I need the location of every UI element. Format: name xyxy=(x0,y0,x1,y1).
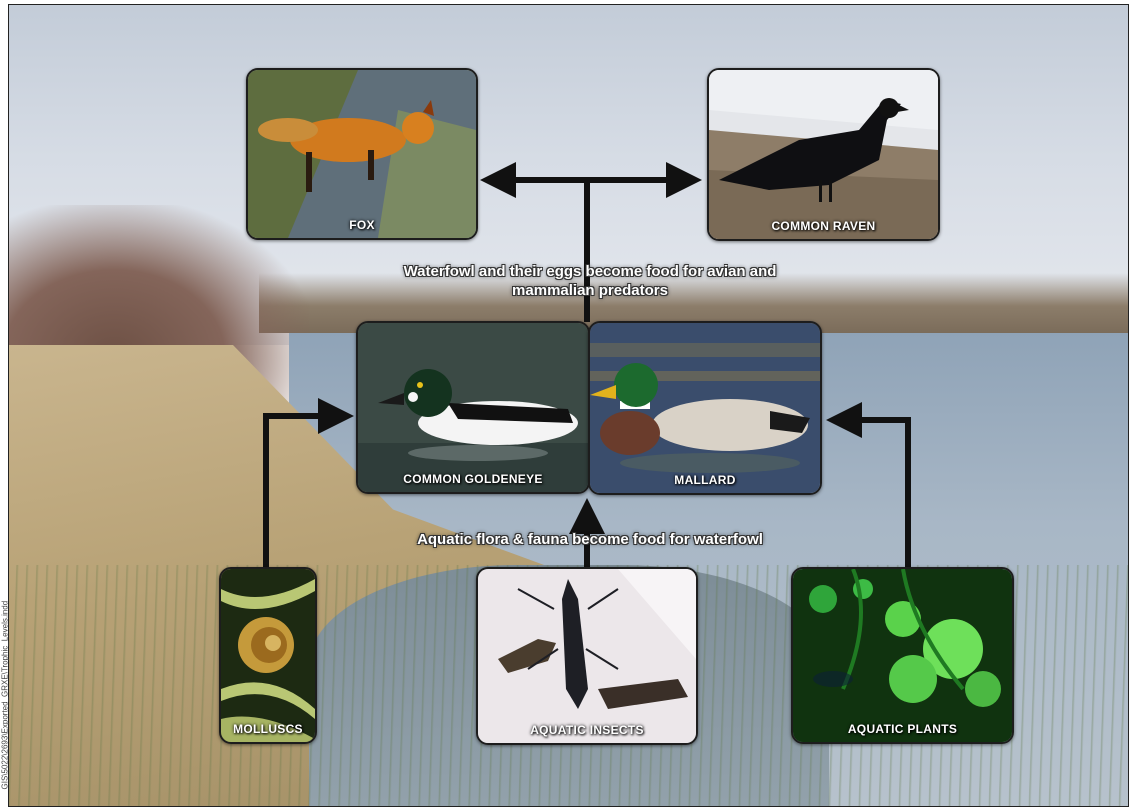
plants-label: AQUATIC PLANTS xyxy=(793,722,1012,736)
mallard-label: MALLARD xyxy=(590,473,820,487)
fox-label: FOX xyxy=(248,218,476,232)
molluscs-card: MOLLUSCS xyxy=(219,567,317,744)
plants-photo xyxy=(793,569,1012,742)
goldeneye-photo xyxy=(358,323,588,492)
insects-label: AQUATIC INSECTS xyxy=(478,723,696,737)
raven-photo xyxy=(709,70,938,239)
fox-photo xyxy=(248,70,476,238)
mallard-photo xyxy=(590,323,820,493)
raven-label: COMMON RAVEN xyxy=(709,219,938,233)
insects-photo xyxy=(478,569,696,743)
prey-caption: Aquatic flora & fauna become food for wa… xyxy=(360,530,820,549)
goldeneye-label: COMMON GOLDENEYE xyxy=(358,472,588,486)
fox-card: FOX xyxy=(246,68,478,240)
mallard-card: MALLARD xyxy=(588,321,822,495)
arrow-plants-to-mallard xyxy=(838,420,908,567)
plants-card: AQUATIC PLANTS xyxy=(791,567,1014,744)
raven-card: COMMON RAVEN xyxy=(707,68,940,241)
molluscs-photo xyxy=(221,569,315,742)
insects-card: AQUATIC INSECTS xyxy=(476,567,698,745)
goldeneye-card: COMMON GOLDENEYE xyxy=(356,321,590,494)
predator-caption: Waterfowl and their eggs become food for… xyxy=(380,262,800,300)
arrow-molluscs-to-goldeneye xyxy=(266,416,342,567)
molluscs-label: MOLLUSCS xyxy=(221,722,315,736)
